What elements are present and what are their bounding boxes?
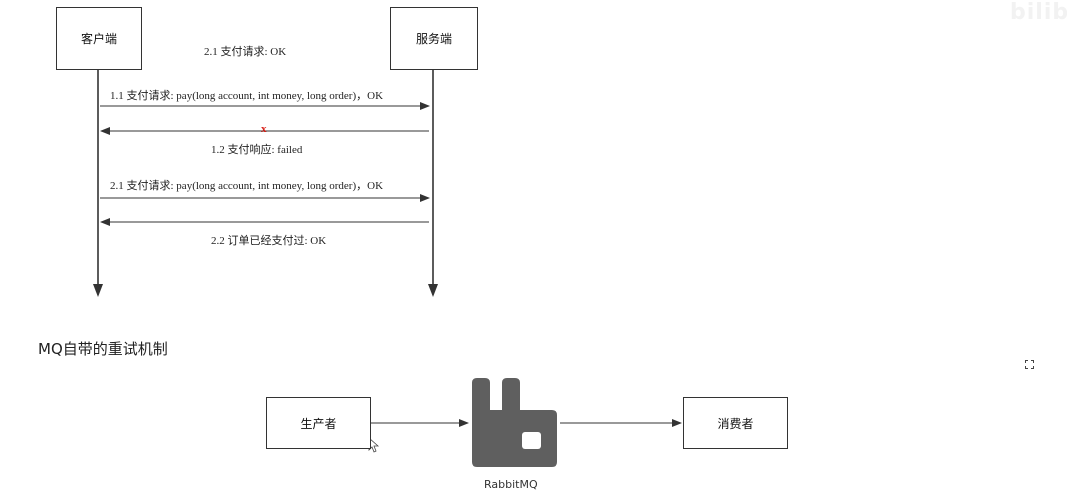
- client-label: 客户端: [80, 32, 117, 46]
- msg-2-2-label: 2.2 订单已经支付过: OK: [211, 235, 327, 247]
- rabbitmq-logo-icon: [472, 378, 557, 467]
- producer-label: 生产者: [300, 416, 337, 431]
- consumer-label: 消费者: [717, 416, 754, 431]
- producer-box: 生产者: [266, 397, 371, 449]
- msg-2-1-label: 2.1 支付请求: pay(long account, int money, l…: [110, 180, 384, 192]
- expand-icon[interactable]: [1025, 360, 1034, 369]
- fail-x-mark: x: [261, 123, 267, 135]
- mouse-cursor-icon: [368, 437, 380, 453]
- client-lifeline-arrowhead: [93, 284, 103, 297]
- bilibili-watermark: bilibi: [1010, 0, 1067, 25]
- consumer-box: 消费者: [683, 397, 788, 449]
- server-participant: 服务端: [390, 7, 478, 70]
- server-label: 服务端: [415, 32, 452, 46]
- rabbitmq-caption: RabbitMQ: [484, 478, 538, 491]
- server-lifeline-arrowhead: [428, 284, 438, 297]
- top-note-label: 2.1 支付请求: OK: [204, 46, 287, 58]
- section-heading: MQ自带的重试机制: [38, 340, 168, 358]
- client-participant: 客户端: [56, 7, 142, 70]
- msg-1-1-label: 1.1 支付请求: pay(long account, int money, l…: [110, 90, 384, 102]
- msg-1-2-label: 1.2 支付响应: failed: [211, 144, 303, 156]
